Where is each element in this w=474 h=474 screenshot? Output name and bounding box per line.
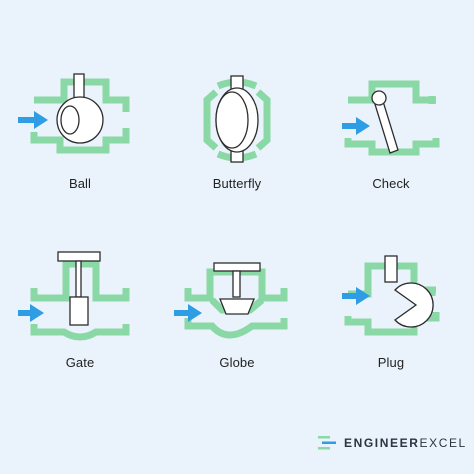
brand-logo: ENGINEEREXCEL xyxy=(318,432,467,454)
gate-valve xyxy=(18,251,130,341)
butterfly-valve xyxy=(203,75,271,163)
flow-arrow-icon xyxy=(18,111,48,129)
plug-valve xyxy=(342,255,440,336)
valve-label-plug: Plug xyxy=(377,355,405,370)
check-valve xyxy=(342,80,440,156)
valve-label-globe: Globe xyxy=(219,355,255,370)
globe-valve xyxy=(174,262,288,339)
valve-label-butterfly: Butterfly xyxy=(212,176,262,191)
ball-valve xyxy=(18,73,130,154)
engineerexcel-logo-icon xyxy=(318,436,336,450)
valve-label-gate: Gate xyxy=(65,355,95,370)
flow-arrow-icon xyxy=(342,117,370,135)
flow-arrow-icon xyxy=(174,304,202,322)
flow-arrow-icon xyxy=(342,287,370,305)
brand-name: ENGINEEREXCEL xyxy=(344,436,467,450)
flow-arrow-icon xyxy=(18,304,44,322)
valve-label-ball: Ball xyxy=(68,176,92,191)
valve-label-check: Check xyxy=(372,176,410,191)
